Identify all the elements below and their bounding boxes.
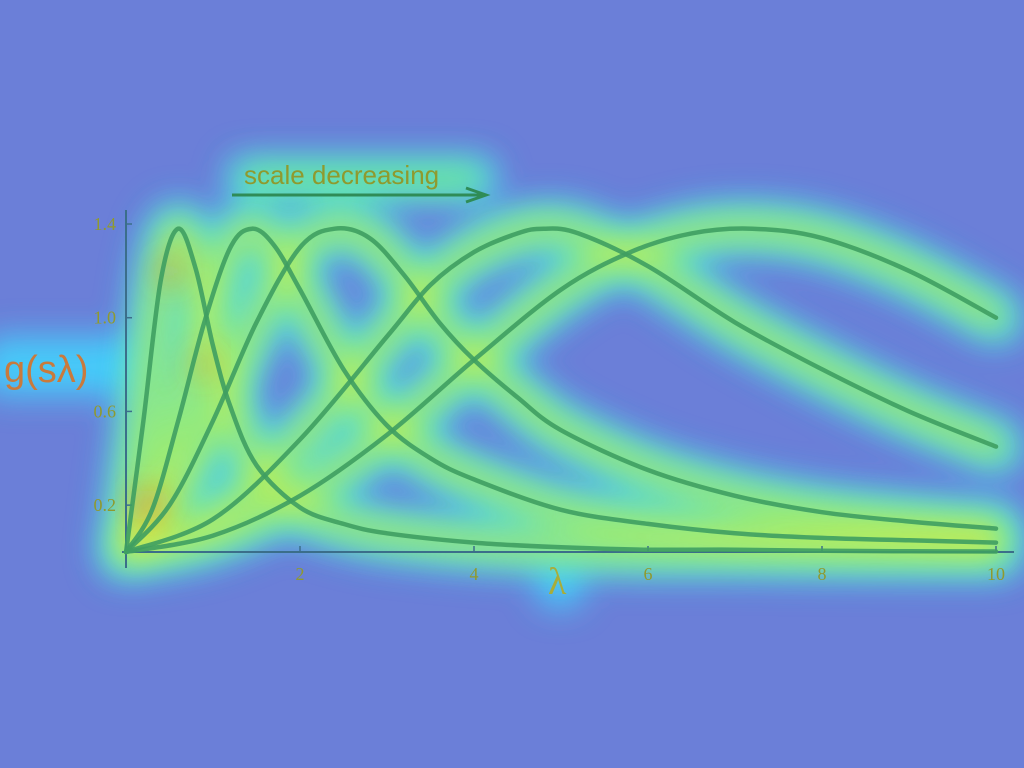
y-tick-label: 1.4 [94,214,117,234]
y-tick-label: 1.0 [94,308,117,328]
series-lines [123,226,999,555]
y-axis-label: g(sλ) [4,349,88,391]
ylabel-glow [0,336,140,396]
x-tick-label: 4 [470,564,479,584]
series-line-2 [123,226,999,555]
annotation-arrow [232,186,491,204]
x-tick-label: 2 [296,564,305,584]
series-line-3 [123,226,999,555]
series-line-5 [123,226,999,555]
y-tick-label: 0.6 [94,401,117,421]
series-line-1 [123,226,999,555]
hot-spot-3 [194,354,215,375]
xlabel-glow [536,556,584,608]
y-axis-ticks: 0.2 0.6 1.0 1.4 [94,214,132,515]
series-line-4 [123,226,999,555]
x-tick-label: 6 [644,564,653,584]
y-tick-label: 0.2 [94,495,117,515]
x-axis-label: λ [548,561,567,603]
annotation-glow-core [236,164,486,194]
annotation-label: scale decreasing [244,160,439,190]
x-tick-label: 8 [818,564,827,584]
x-tick-label: 10 [987,564,1005,584]
